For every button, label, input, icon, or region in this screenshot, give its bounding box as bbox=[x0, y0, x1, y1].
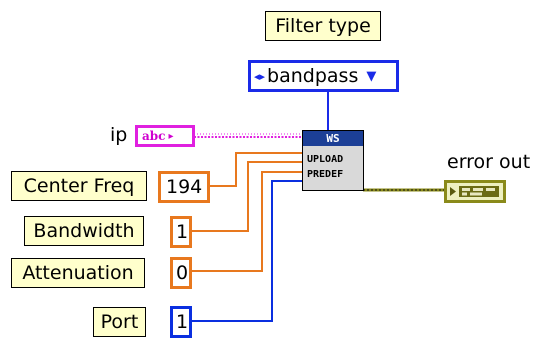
subvi-body: UPLOAD PREDEF bbox=[303, 146, 363, 190]
port-label: Port bbox=[93, 307, 146, 337]
error-out-label: error out bbox=[447, 151, 531, 173]
attenuation-label: Attenuation bbox=[11, 258, 145, 288]
port-control[interactable]: 1 bbox=[170, 306, 192, 338]
bandwidth-wire bbox=[191, 161, 302, 232]
increment-decrement-arrows-icon[interactable]: ◂▸ bbox=[254, 69, 266, 83]
filter-type-label: Filter type bbox=[265, 11, 381, 41]
string-type-icon: abc bbox=[142, 129, 166, 143]
subvi-header: WS bbox=[303, 131, 363, 146]
attenuation-control[interactable]: 0 bbox=[170, 257, 192, 289]
subvi-line1: UPLOAD bbox=[307, 154, 344, 165]
attenuation-wire bbox=[191, 171, 302, 272]
ip-label: ip bbox=[110, 124, 128, 146]
cluster-icon bbox=[450, 186, 499, 197]
triangle-down-icon[interactable]: ▼ bbox=[366, 68, 377, 84]
bandwidth-label: Bandwidth bbox=[24, 216, 144, 246]
port-wire bbox=[191, 180, 302, 322]
bandwidth-control[interactable]: 1 bbox=[170, 216, 192, 248]
subvi-line2: PREDEF bbox=[307, 169, 344, 180]
center-freq-label: Center Freq bbox=[11, 171, 147, 201]
ip-terminal[interactable]: abc ▸ bbox=[135, 125, 195, 147]
ws-upload-predef-subvi[interactable]: WS UPLOAD PREDEF bbox=[302, 130, 364, 191]
error-out-terminal[interactable] bbox=[444, 180, 506, 203]
arrow-right-icon: ▸ bbox=[168, 130, 174, 142]
center-freq-control[interactable]: 194 bbox=[158, 171, 210, 203]
center-freq-wire bbox=[210, 152, 302, 187]
filter-type-value: bandpass bbox=[267, 65, 359, 87]
filter-type-dropdown[interactable]: ◂▸ bandpass ▼ bbox=[248, 60, 399, 92]
